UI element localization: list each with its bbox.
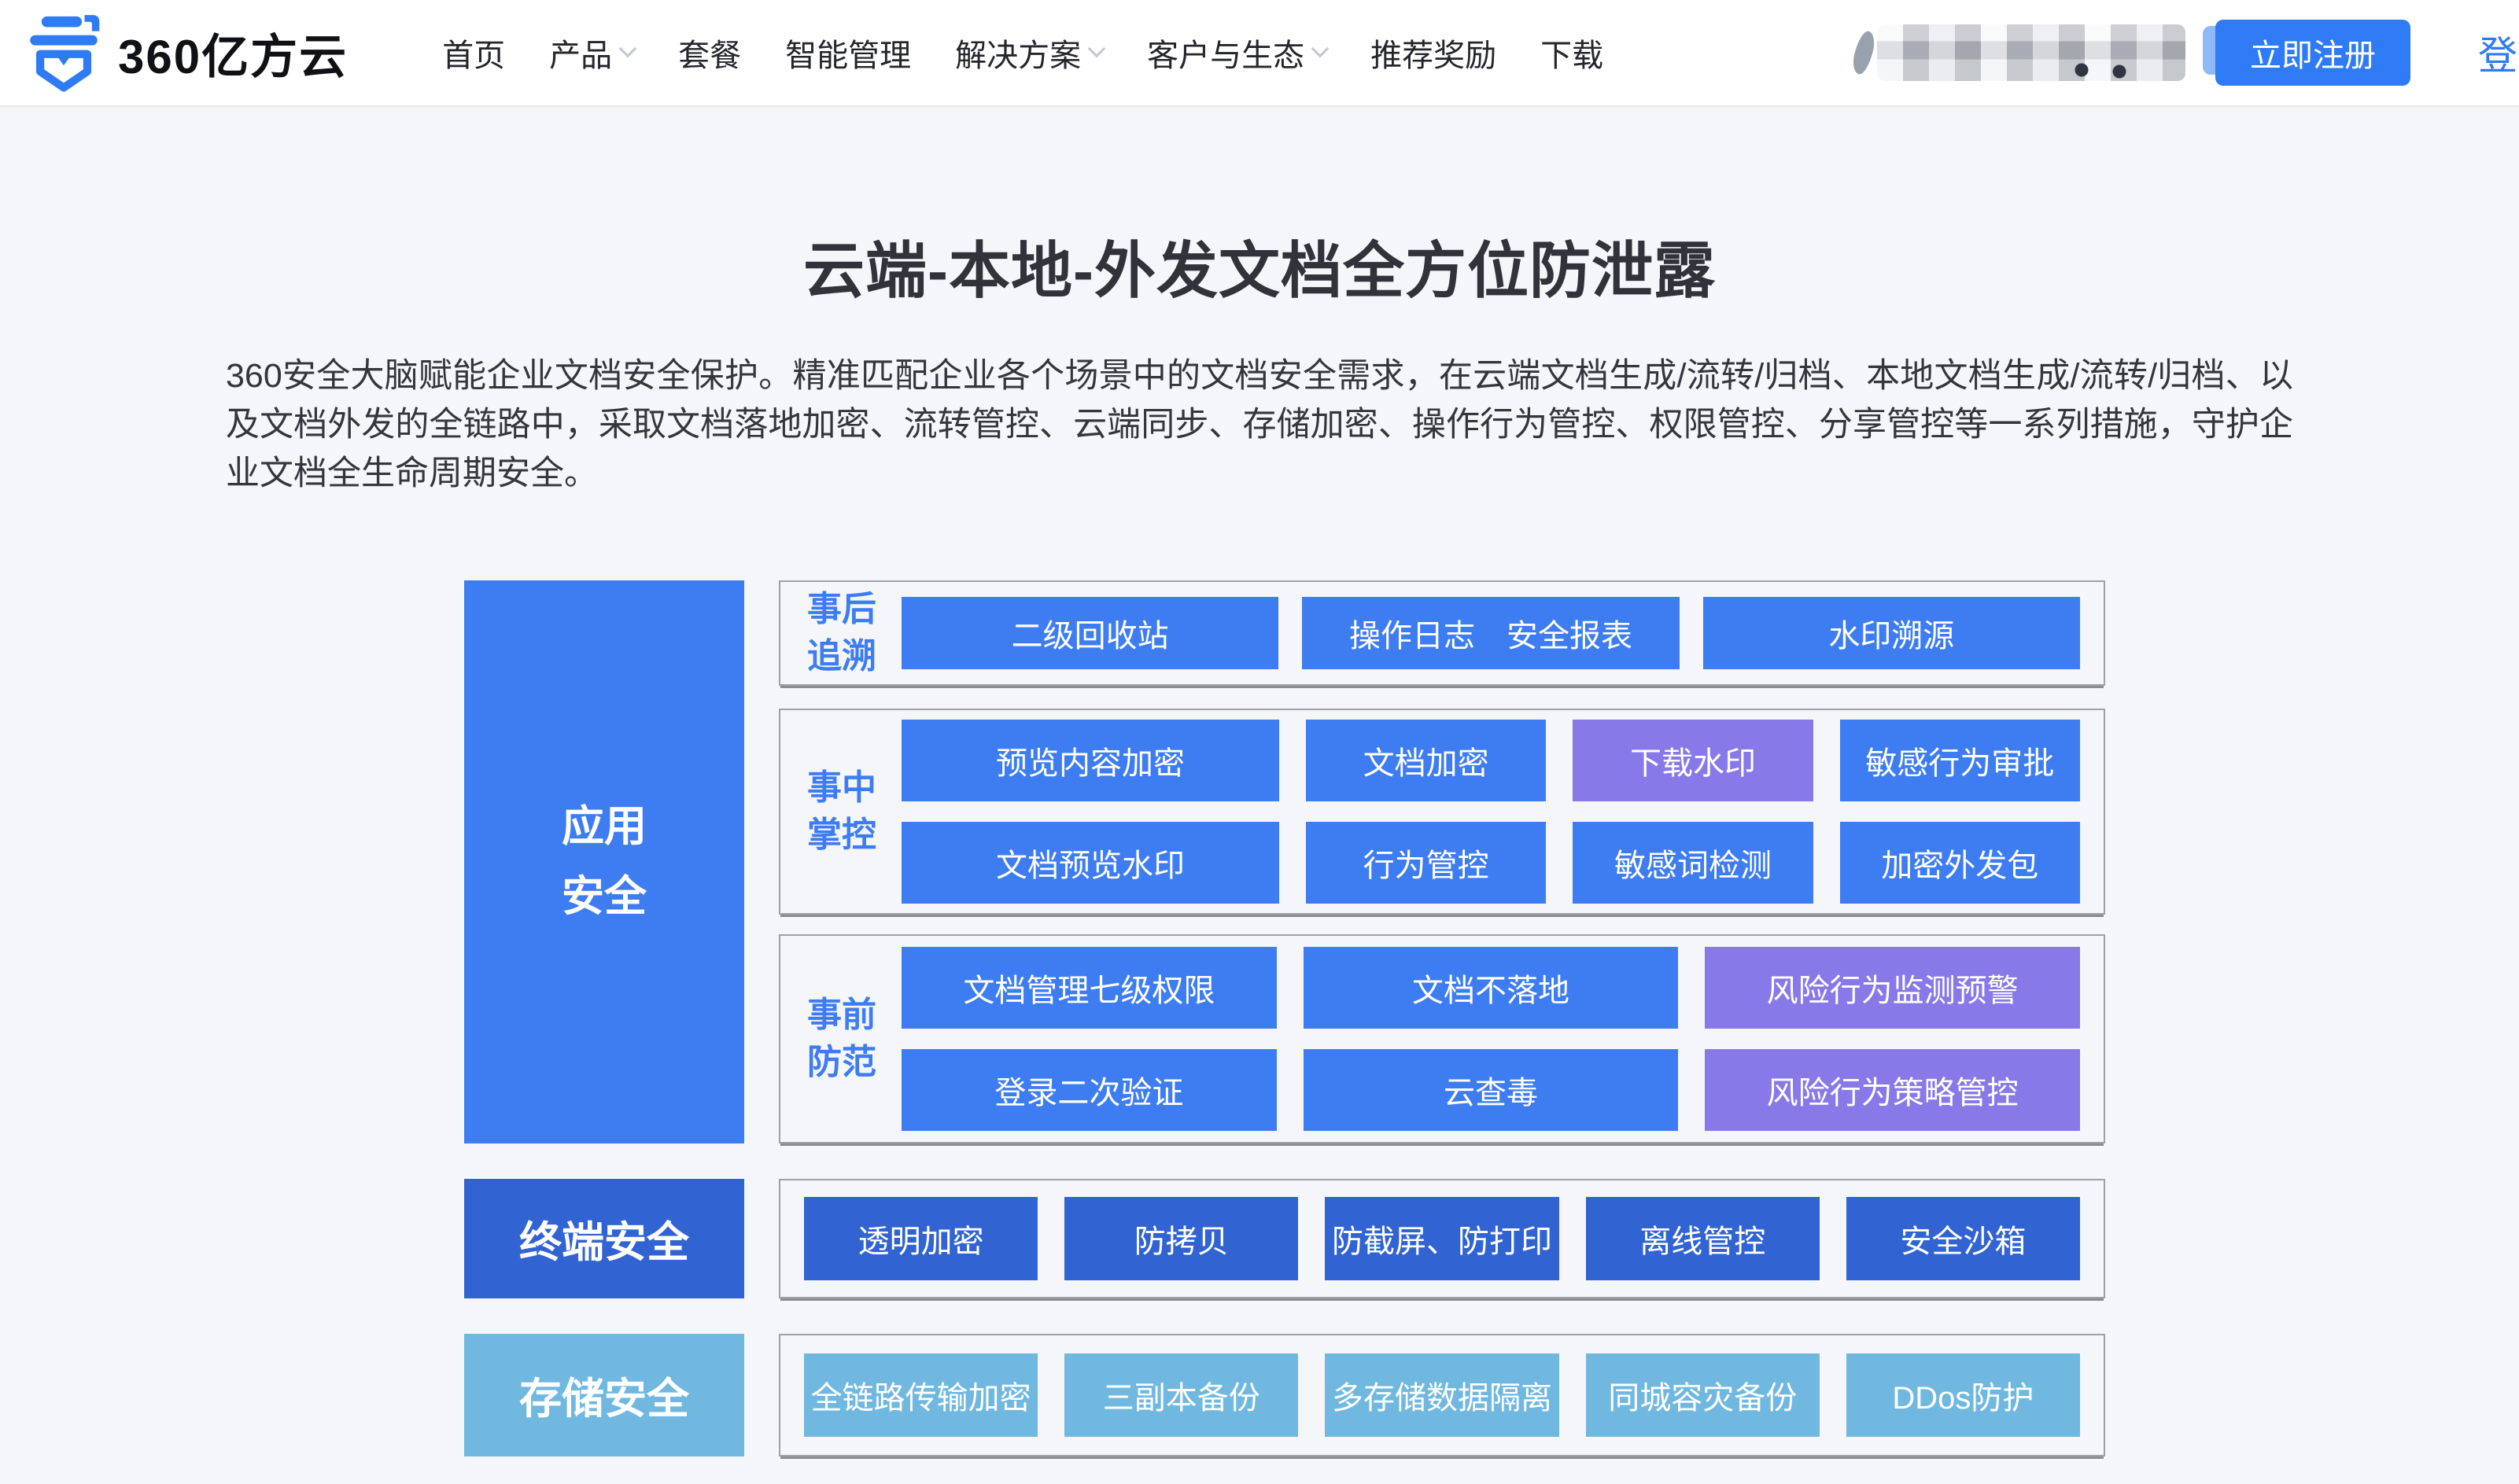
nav-item-referral-rewards[interactable]: 推荐奖励 bbox=[1370, 39, 1497, 73]
category-application-security: 应用 安全 bbox=[464, 580, 744, 1143]
logo-wordmark: 360亿方云 bbox=[118, 30, 349, 83]
nav-item-solutions[interactable]: 解决方案 bbox=[955, 30, 1106, 75]
chevron-down-icon bbox=[1311, 39, 1330, 58]
feature-box: 水印溯源 bbox=[1702, 596, 2080, 669]
feature-box: 安全沙箱 bbox=[1846, 1196, 2081, 1280]
feature-box: 离线管控 bbox=[1585, 1196, 1820, 1280]
feature-box: 文档管理七级权限 bbox=[902, 946, 1277, 1029]
group-after-trace: 事后 追溯 二级回收站 操作日志 安全报表 水印溯源 bbox=[779, 580, 2105, 686]
feature-box: 操作日志 安全报表 bbox=[1302, 596, 1680, 669]
feature-box: 文档预览水印 bbox=[902, 821, 1279, 904]
feature-box: 预览内容加密 bbox=[902, 719, 1279, 801]
feature-box: 行为管控 bbox=[1306, 821, 1547, 904]
login-link[interactable]: 登录 bbox=[2478, 34, 2519, 78]
group-label-after-trace: 事后 追溯 bbox=[807, 590, 876, 676]
nav-item-plans[interactable]: 套餐 bbox=[678, 39, 742, 73]
logo[interactable]: 360亿方云 bbox=[27, 12, 348, 94]
feature-box: 三副本备份 bbox=[1064, 1353, 1299, 1437]
feature-box: 防拷贝 bbox=[1064, 1196, 1299, 1280]
navbar: 360亿方云 首页 产品 套餐 智能管理 解决方案 客户与生态 bbox=[0, 0, 2519, 107]
brand-shield-icon bbox=[27, 12, 101, 94]
group-label-before-prevention: 事前 防范 bbox=[807, 996, 876, 1081]
before-prevention-boxes: 文档管理七级权限 文档不落地 风险行为监测预警 登录二次验证 云查毒 风险行为策… bbox=[902, 946, 2081, 1131]
feature-box: 敏感行为审批 bbox=[1839, 719, 2080, 801]
application-groups: 事后 追溯 二级回收站 操作日志 安全报表 水印溯源 事中 掌控 bbox=[779, 580, 2105, 1143]
feature-box: 风险行为监测预警 bbox=[1705, 946, 2081, 1029]
feature-box: 透明加密 bbox=[804, 1196, 1038, 1280]
main-nav: 首页 产品 套餐 智能管理 解决方案 客户与生态 推荐奖励 bbox=[442, 30, 1603, 75]
feature-box: 加密外发包 bbox=[1839, 821, 2080, 904]
feature-box: 文档加密 bbox=[1306, 719, 1547, 801]
security-diagram: 应用 安全 事后 追溯 二级回收站 操作日志 安全报表 水印溯源 bbox=[464, 580, 2105, 1456]
category-storage-security: 存储安全 bbox=[464, 1333, 744, 1456]
register-button[interactable]: 立即注册 bbox=[2215, 20, 2410, 86]
nav-right: 立即注册 登录 bbox=[1877, 20, 2519, 86]
feature-box: DDos防护 bbox=[1846, 1353, 2081, 1437]
feature-box: 同城容灾备份 bbox=[1585, 1353, 1820, 1437]
group-storage: 全链路传输加密 三副本备份 多存储数据隔离 同城容灾备份 DDos防护 bbox=[779, 1333, 2105, 1456]
nav-item-home[interactable]: 首页 bbox=[442, 39, 506, 73]
group-label-during-control: 事中 掌控 bbox=[807, 768, 876, 854]
feature-box: 全链路传输加密 bbox=[804, 1353, 1038, 1437]
nav-item-customers-ecosystem[interactable]: 客户与生态 bbox=[1147, 30, 1330, 75]
after-trace-boxes: 二级回收站 操作日志 安全报表 水印溯源 bbox=[902, 596, 2080, 669]
group-before-prevention: 事前 防范 文档管理七级权限 文档不落地 风险行为监测预警 登录二次验证 云查毒… bbox=[779, 933, 2105, 1143]
phone-number-redacted bbox=[1877, 24, 2185, 81]
feature-box: 下载水印 bbox=[1573, 719, 1813, 801]
diagram-row-application: 应用 安全 事后 追溯 二级回收站 操作日志 安全报表 水印溯源 bbox=[464, 580, 2105, 1143]
nav-item-products[interactable]: 产品 bbox=[549, 30, 637, 75]
feature-box: 多存储数据隔离 bbox=[1325, 1353, 1559, 1437]
chevron-down-icon bbox=[618, 39, 637, 58]
nav-item-download[interactable]: 下载 bbox=[1540, 39, 1604, 73]
during-control-boxes: 预览内容加密 文档加密 下载水印 敏感行为审批 文档预览水印 行为管控 敏感词检… bbox=[902, 719, 2080, 904]
group-terminal: 透明加密 防拷贝 防截屏、防打印 离线管控 安全沙箱 bbox=[779, 1178, 2105, 1298]
feature-box: 防截屏、防打印 bbox=[1325, 1196, 1559, 1280]
page-title: 云端-本地-外发文档全方位防泄露 bbox=[803, 236, 1716, 305]
terminal-boxes: 透明加密 防拷贝 防截屏、防打印 离线管控 安全沙箱 bbox=[804, 1196, 2081, 1280]
page-description: 360安全大脑赋能企业文档安全保护。精准匹配企业各个场景中的文档安全需求，在云端… bbox=[226, 357, 2293, 492]
feature-box: 敏感词检测 bbox=[1573, 821, 1813, 904]
diagram-row-terminal: 终端安全 透明加密 防拷贝 防截屏、防打印 离线管控 安全沙箱 bbox=[464, 1178, 2105, 1298]
feature-box: 二级回收站 bbox=[902, 596, 1279, 669]
feature-box: 登录二次验证 bbox=[902, 1048, 1277, 1131]
diagram-row-storage: 存储安全 全链路传输加密 三副本备份 多存储数据隔离 同城容灾备份 DDos防护 bbox=[464, 1333, 2105, 1456]
category-terminal-security: 终端安全 bbox=[464, 1178, 744, 1298]
feature-box: 云查毒 bbox=[1303, 1048, 1679, 1131]
nav-item-smart-management[interactable]: 智能管理 bbox=[785, 39, 912, 73]
storage-boxes: 全链路传输加密 三副本备份 多存储数据隔离 同城容灾备份 DDos防护 bbox=[804, 1353, 2081, 1437]
register-wrap: 立即注册 bbox=[2203, 20, 2410, 86]
feature-box: 风险行为策略管控 bbox=[1705, 1048, 2081, 1131]
group-during-control: 事中 掌控 预览内容加密 文档加密 下载水印 敏感行为审批 文档预览水印 行为管… bbox=[779, 708, 2105, 915]
chevron-down-icon bbox=[1087, 39, 1106, 58]
feature-box: 文档不落地 bbox=[1303, 946, 1679, 1029]
